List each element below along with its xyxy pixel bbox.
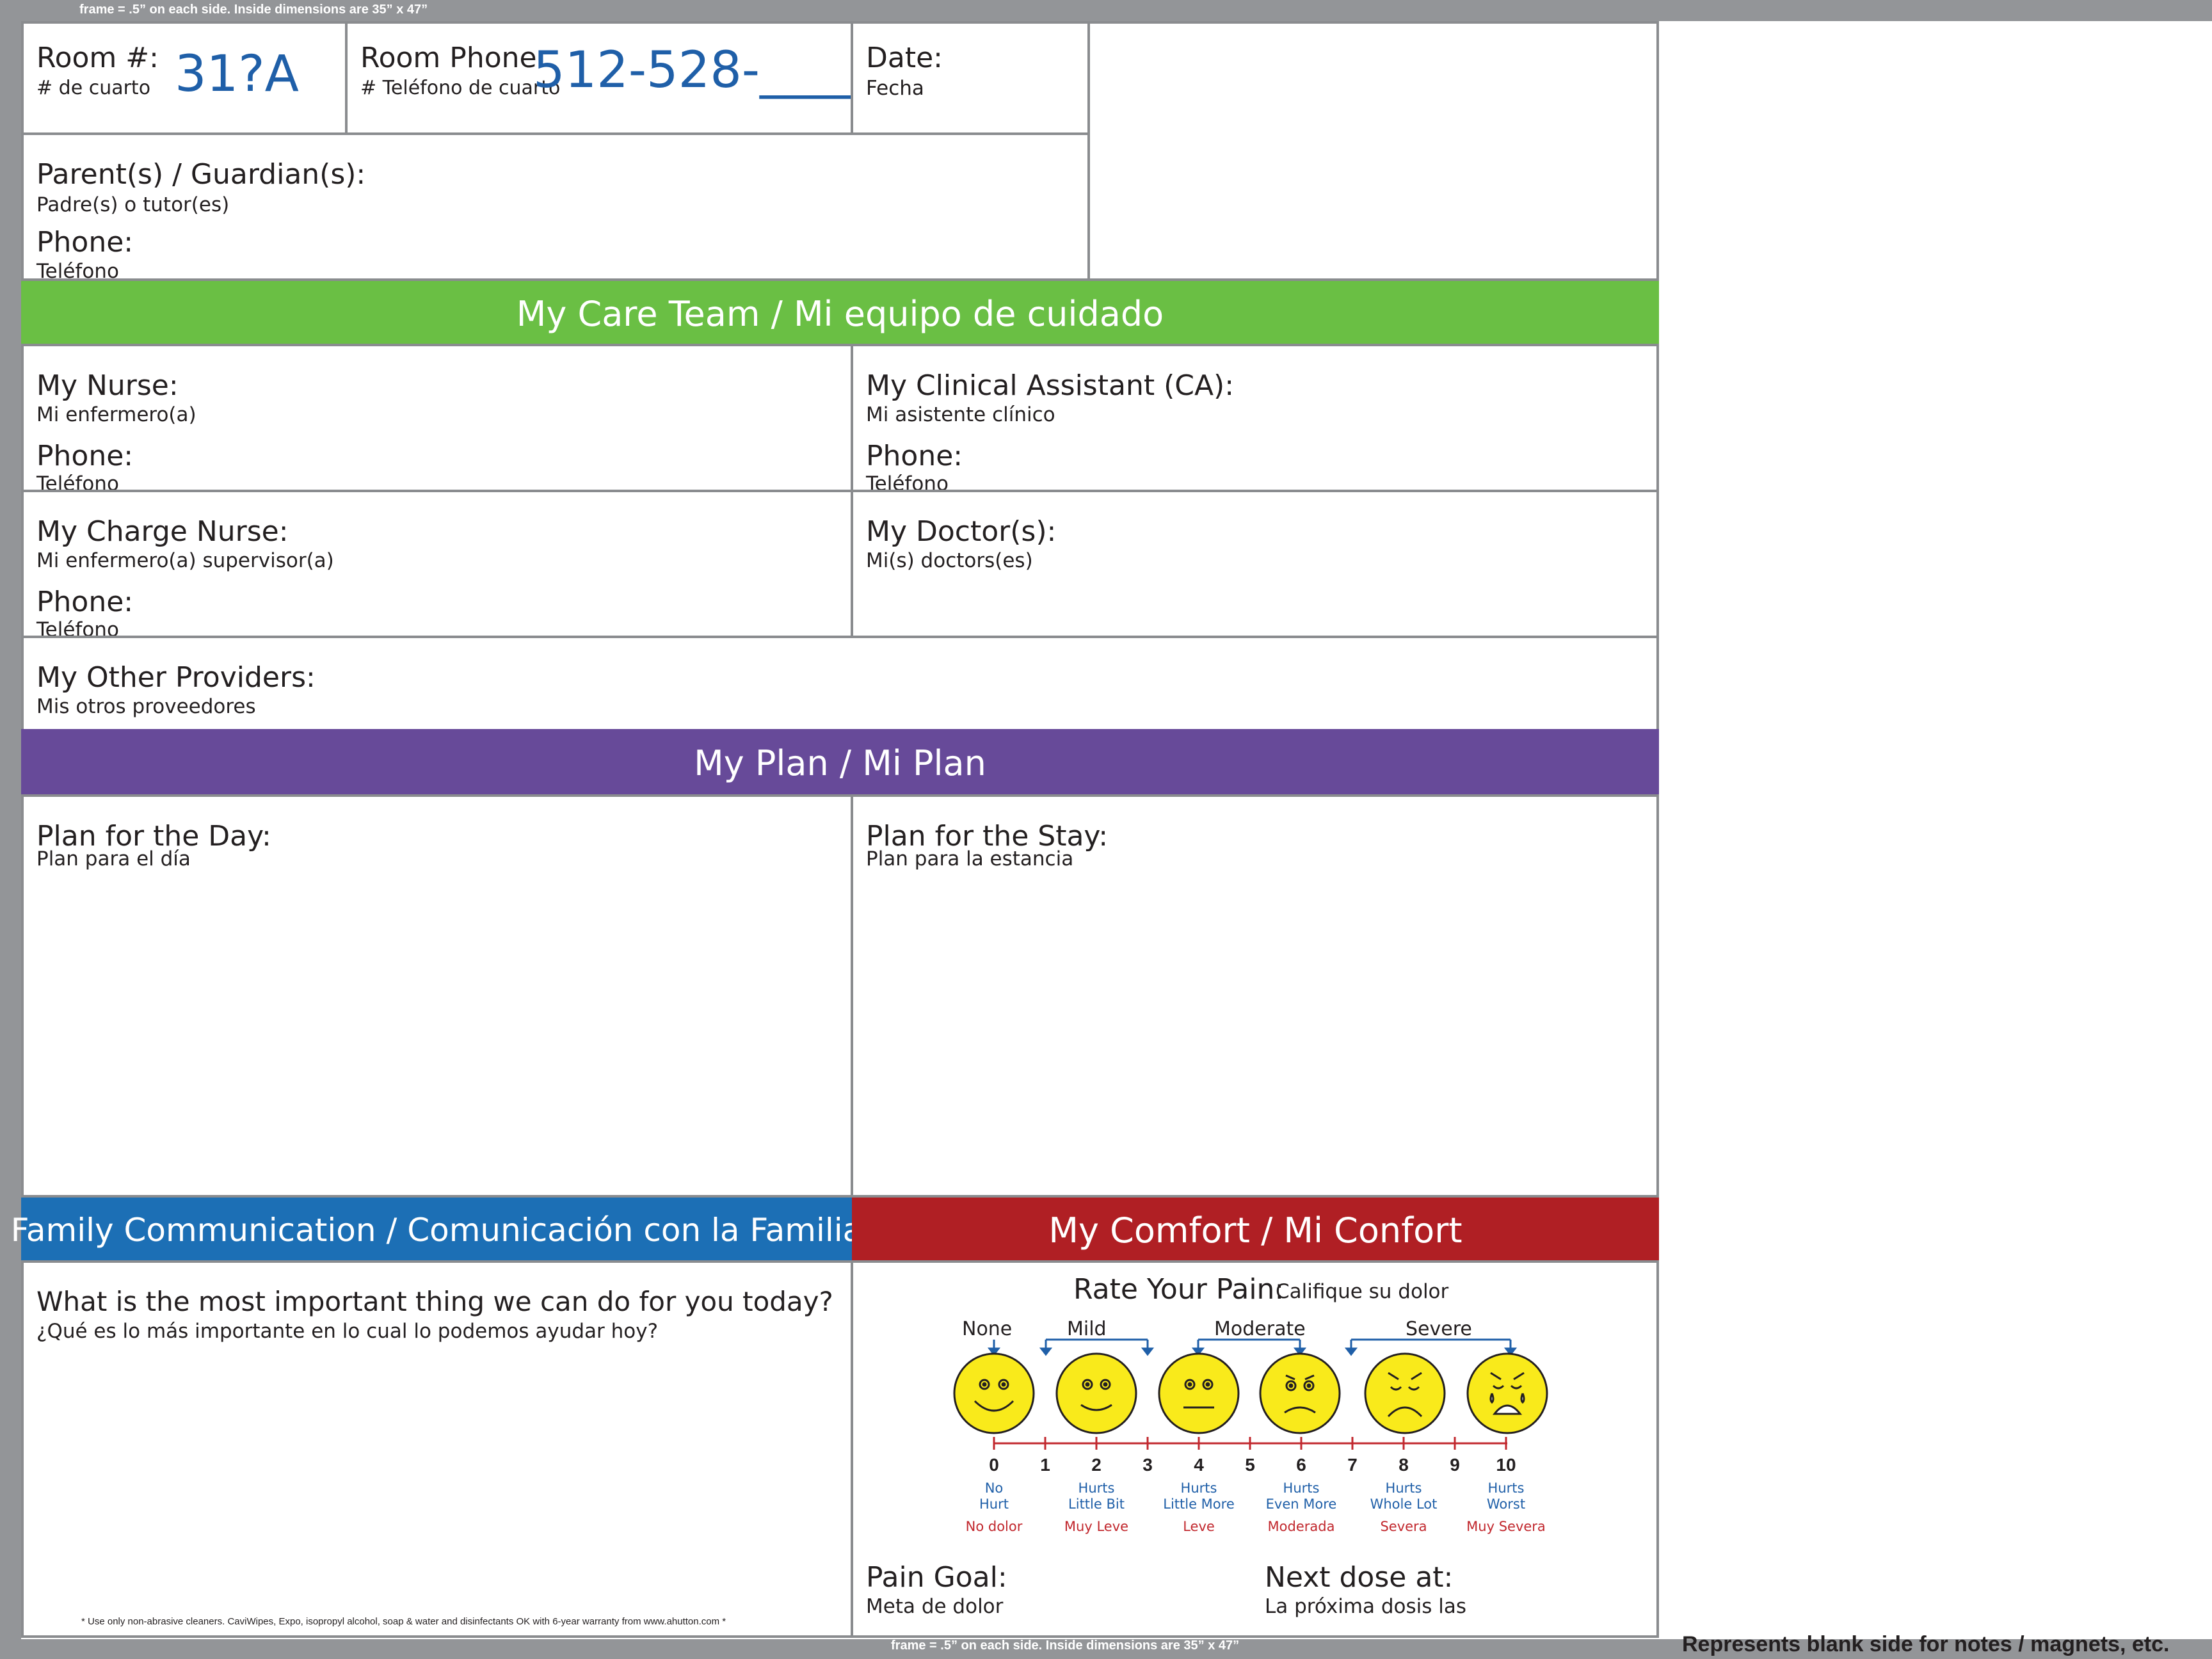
blank-notes-side[interactable] [1659, 21, 2212, 1639]
pain-goal-sub: Meta de dolor [866, 1595, 1004, 1618]
guardian-cell[interactable]: Parent(s) / Guardian(s): Padre(s) o tuto… [21, 132, 1090, 283]
pain-category-none: None [962, 1318, 1013, 1340]
face-label-en-2: Hurts Little Bit [1068, 1480, 1125, 1512]
face-label-en-4: Hurts Little More [1163, 1480, 1235, 1512]
whiteboard: Room #: # de cuarto 31?A Room Phone: # T… [11, 21, 2212, 1639]
face-label-es-2: Muy Leve [1064, 1519, 1129, 1534]
plan-header: My Plan / Mi Plan [21, 729, 1659, 797]
guardian-phone-label: Phone: [36, 226, 134, 259]
scale-number-6: 6 [1296, 1455, 1306, 1475]
blank-side-note: Represents blank side for notes / magnet… [1682, 1632, 2170, 1656]
face-label-en-0: No Hurt [979, 1480, 1009, 1512]
pain-category-severe: Severe [1406, 1318, 1472, 1340]
date-sub: Fecha [866, 77, 924, 100]
face-label-es-10: Muy Severa [1466, 1519, 1546, 1534]
scale-number-5: 5 [1245, 1455, 1255, 1475]
pain-goal-label: Pain Goal: [866, 1561, 1007, 1594]
charge-nurse-sub: Mi enfermero(a) supervisor(a) [36, 549, 334, 572]
pain-scale-line [993, 1437, 1507, 1450]
nurse-phone-label: Phone: [36, 440, 134, 472]
plan-day-sub: Plan para el día [36, 847, 191, 870]
room-phone-cell[interactable]: Room Phone: # Teléfono de cuarto 512-528… [345, 21, 860, 135]
scale-number-1: 1 [1040, 1455, 1050, 1475]
room-value: 31?A [175, 45, 300, 103]
scale-number-9: 9 [1450, 1455, 1460, 1475]
plan-stay-cell[interactable]: Plan for the Stay: Plan para la estancia [851, 794, 1659, 1198]
room-phone-value: 512-528-____ [533, 42, 860, 99]
care-team-header: My Care Team / Mi equipo de cuidado [21, 281, 1659, 346]
rate-pain-sub: Califique su dolor [1276, 1280, 1449, 1303]
room-phone-label: Room Phone: [360, 42, 547, 74]
ca-label: My Clinical Assistant (CA): [866, 369, 1235, 402]
plan-stay-sub: Plan para la estancia [866, 847, 1074, 870]
scale-number-10: 10 [1496, 1455, 1516, 1475]
comfort-header: My Comfort / Mi Confort [852, 1198, 1659, 1263]
bracket-arrows [987, 1338, 1518, 1356]
face-label-en-8: Hurts Whole Lot [1370, 1480, 1438, 1512]
face-even-more-icon [1259, 1352, 1341, 1434]
header-blank-cell[interactable] [1087, 21, 1659, 281]
doctor-sub: Mi(s) doctors(es) [866, 549, 1033, 572]
frame-top-note: frame = .5” on each side. Inside dimensi… [79, 3, 428, 17]
scale-number-7: 7 [1347, 1455, 1358, 1475]
face-little-more-icon [1158, 1352, 1240, 1434]
room-phone-sub: # Teléfono de cuarto [360, 77, 561, 99]
family-header: Family Communication / Comunicación con … [11, 1198, 862, 1263]
room-label: Room #: [36, 42, 159, 74]
family-question: What is the most important thing we can … [36, 1286, 833, 1317]
plan-day-cell[interactable]: Plan for the Day: Plan para el día [21, 794, 853, 1198]
other-providers-sub: Mis otros proveedores [36, 695, 256, 718]
scale-number-0: 0 [989, 1455, 999, 1475]
cleaning-note: * Use only non-abrasive cleaners. CaviWi… [81, 1616, 726, 1627]
nurse-sub: Mi enfermero(a) [36, 403, 196, 426]
next-dose-sub: La próxima dosis las [1265, 1595, 1467, 1618]
doctor-cell[interactable]: My Doctor(s): Mi(s) doctors(es) [851, 490, 1659, 638]
guardian-label: Parent(s) / Guardian(s): [36, 158, 366, 191]
face-label-en-10: Hurts Worst [1486, 1480, 1526, 1512]
charge-nurse-cell[interactable]: My Charge Nurse: Mi enfermero(a) supervi… [21, 490, 853, 640]
scale-number-8: 8 [1399, 1455, 1409, 1475]
room-cell[interactable]: Room #: # de cuarto 31?A [21, 21, 348, 135]
plan-day-label: Plan for the Day: [36, 820, 271, 853]
ca-phone-label: Phone: [866, 440, 963, 472]
family-question-sub: ¿Qué es lo más importante en lo cual lo … [36, 1320, 659, 1343]
doctor-label: My Doctor(s): [866, 515, 1057, 548]
face-label-es-0: No dolor [965, 1519, 1023, 1534]
guardian-phone-sub: Teléfono [36, 260, 119, 283]
ca-sub: Mi asistente clínico [866, 403, 1055, 426]
date-label: Date: [866, 42, 943, 74]
clinical-assistant-cell[interactable]: My Clinical Assistant (CA): Mi asistente… [851, 344, 1659, 494]
date-cell[interactable]: Date: Fecha [851, 21, 1090, 135]
face-worst-icon [1466, 1352, 1548, 1434]
other-providers-label: My Other Providers: [36, 661, 316, 694]
pain-scale-graphic [953, 1338, 1548, 1450]
other-providers-cell[interactable]: My Other Providers: Mis otros proveedore… [21, 636, 1659, 732]
scale-number-4: 4 [1194, 1455, 1204, 1475]
face-label-es-4: Leve [1183, 1519, 1215, 1534]
guardian-sub: Padre(s) o tutor(es) [36, 193, 230, 216]
pain-category-moderate: Moderate [1214, 1318, 1306, 1340]
pain-category-mild: Mild [1067, 1318, 1107, 1340]
face-little-bit-icon [1055, 1352, 1137, 1434]
rate-pain-label: Rate Your Pain: [1073, 1273, 1285, 1306]
face-label-es-8: Severa [1380, 1519, 1427, 1534]
face-label-en-6: Hurts Even More [1265, 1480, 1337, 1512]
charge-phone-label: Phone: [36, 586, 134, 618]
scale-number-3: 3 [1142, 1455, 1153, 1475]
pain-faces [953, 1352, 1548, 1434]
face-whole-lot-icon [1364, 1352, 1446, 1434]
face-label-es-6: Moderada [1267, 1519, 1335, 1534]
family-cell[interactable]: What is the most important thing we can … [21, 1260, 853, 1638]
nurse-label: My Nurse: [36, 369, 179, 402]
scale-number-2: 2 [1091, 1455, 1102, 1475]
face-no-hurt-icon [953, 1352, 1035, 1434]
comfort-cell[interactable]: Rate Your Pain: Califique su dolor None … [851, 1260, 1659, 1638]
frame-bottom-note: frame = .5” on each side. Inside dimensi… [891, 1639, 1240, 1653]
charge-nurse-label: My Charge Nurse: [36, 515, 289, 548]
nurse-cell[interactable]: My Nurse: Mi enfermero(a) Phone: Teléfon… [21, 344, 853, 494]
plan-stay-label: Plan for the Stay: [866, 820, 1109, 853]
room-sub: # de cuarto [36, 77, 151, 99]
next-dose-label: Next dose at: [1265, 1561, 1454, 1594]
